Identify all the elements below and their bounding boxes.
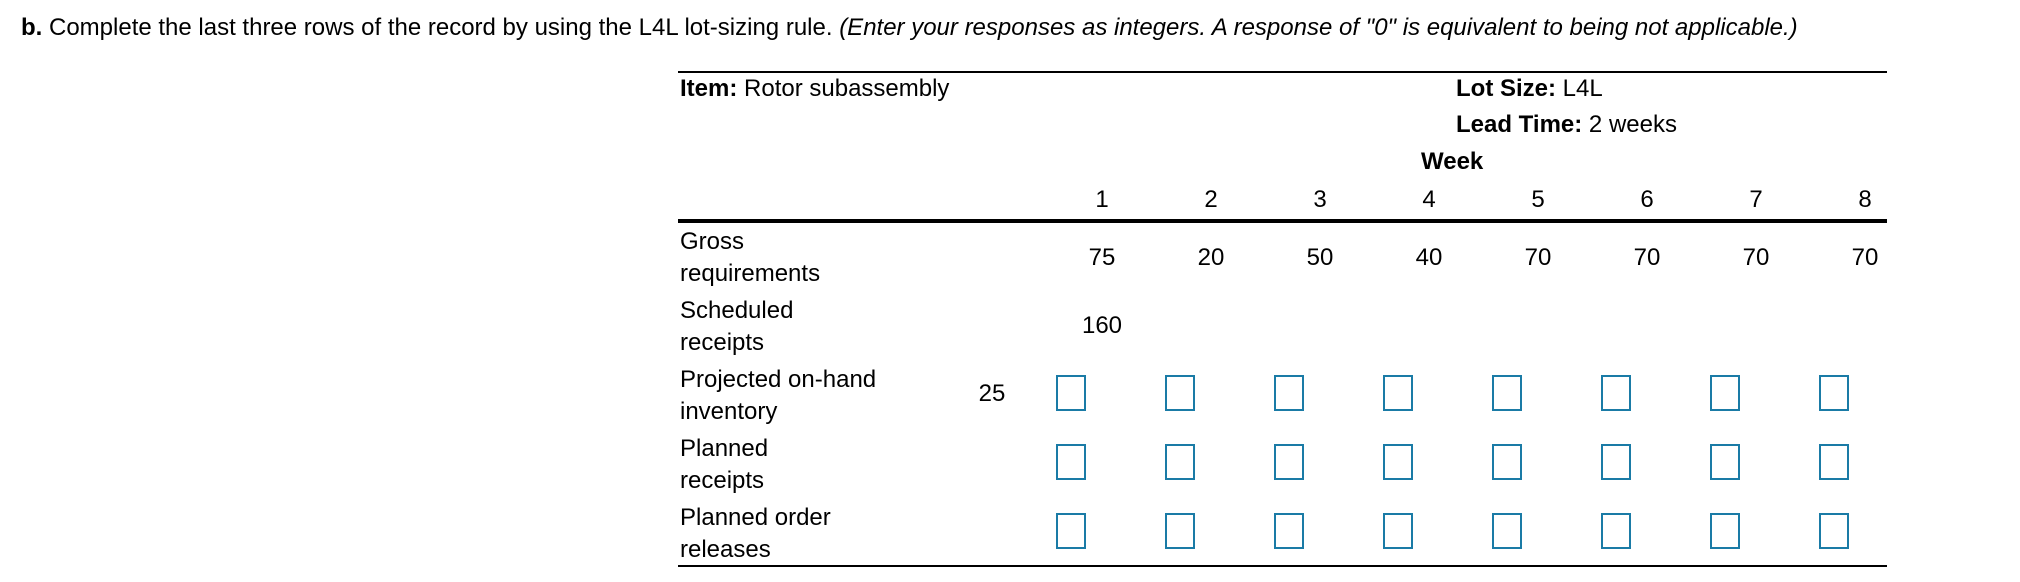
planned-receipt-input[interactable] (1383, 444, 1413, 480)
week-number: 8 (1858, 186, 1872, 213)
planned-order-release-input[interactable] (1492, 513, 1522, 549)
gross-requirement-cell: 70 (1742, 244, 1770, 271)
header-rule (678, 219, 1887, 223)
projected-inventory-input[interactable] (1819, 375, 1849, 411)
row-label-gross-requirements: Gross requirements (680, 226, 930, 290)
mrp-record-table: Item: Rotor subassembly Lot Size: L4L Le… (678, 71, 1887, 567)
lot-size-field: Lot Size: L4L (1456, 75, 1603, 103)
row-label-planned-order-releases: Planned order releases (680, 502, 930, 566)
part-label: b. (21, 14, 43, 41)
planned-receipt-input[interactable] (1492, 444, 1522, 480)
planned-order-release-input[interactable] (1056, 513, 1086, 549)
planned-order-release-input[interactable] (1710, 513, 1740, 549)
row-label-line: releases (680, 536, 771, 563)
planned-order-release-input[interactable] (1274, 513, 1304, 549)
week-number: 1 (1095, 186, 1109, 213)
projected-inventory-input[interactable] (1165, 375, 1195, 411)
gross-requirement-cell: 20 (1197, 244, 1225, 271)
initial-inventory-value: 25 (978, 380, 1006, 407)
planned-receipt-input[interactable] (1274, 444, 1304, 480)
lead-time-field: Lead Time: 2 weeks (1456, 111, 1677, 139)
row-label-line: Planned order (680, 504, 831, 531)
scheduled-receipt-cell: 160 (1081, 312, 1123, 339)
week-number: 4 (1422, 186, 1436, 213)
week-number: 5 (1531, 186, 1545, 213)
row-label-line: Scheduled (680, 297, 794, 324)
row-label-line: receipts (680, 467, 765, 494)
instruction-note: (Enter your responses as integers. A res… (839, 14, 1798, 41)
item-value: Rotor subassembly (737, 75, 950, 102)
row-label-line: Planned (680, 435, 769, 462)
week-header: Week (1421, 148, 1484, 175)
item-label: Item: (680, 75, 738, 102)
planned-receipt-input[interactable] (1819, 444, 1849, 480)
row-label-planned-receipts: Planned receipts (680, 433, 930, 497)
lead-time-label: Lead Time: (1456, 111, 1583, 138)
projected-inventory-input[interactable] (1056, 375, 1086, 411)
gross-requirement-cell: 50 (1306, 244, 1334, 271)
planned-order-release-input[interactable] (1383, 513, 1413, 549)
item-field: Item: Rotor subassembly (680, 75, 949, 103)
instruction-body: Complete the last three rows of the reco… (42, 14, 840, 41)
planned-order-release-input[interactable] (1601, 513, 1631, 549)
projected-inventory-input[interactable] (1383, 375, 1413, 411)
gross-requirement-cell: 70 (1851, 244, 1879, 271)
lead-time-value: 2 weeks (1582, 111, 1677, 138)
row-label-line: receipts (680, 329, 765, 356)
gross-requirement-cell: 70 (1633, 244, 1661, 271)
projected-inventory-input[interactable] (1492, 375, 1522, 411)
planned-order-release-input[interactable] (1819, 513, 1849, 549)
planned-order-release-input[interactable] (1165, 513, 1195, 549)
projected-inventory-input[interactable] (1710, 375, 1740, 411)
planned-receipt-input[interactable] (1710, 444, 1740, 480)
week-number: 7 (1749, 186, 1763, 213)
row-label-projected-on-hand: Projected on-hand inventory (680, 364, 930, 428)
projected-inventory-input[interactable] (1274, 375, 1304, 411)
week-number: 2 (1204, 186, 1218, 213)
lot-size-value: L4L (1556, 75, 1603, 102)
row-label-scheduled-receipts: Scheduled receipts (680, 295, 930, 359)
instruction-text: b. Complete the last three rows of the r… (21, 14, 1798, 42)
row-label-line: inventory (680, 398, 778, 425)
lot-size-label: Lot Size: (1456, 75, 1556, 102)
row-label-line: Gross (680, 228, 745, 255)
gross-requirement-cell: 70 (1524, 244, 1552, 271)
week-number: 6 (1640, 186, 1654, 213)
week-number: 3 (1313, 186, 1327, 213)
planned-receipt-input[interactable] (1601, 444, 1631, 480)
row-label-line: requirements (680, 260, 821, 287)
projected-inventory-input[interactable] (1601, 375, 1631, 411)
gross-requirement-cell: 40 (1415, 244, 1443, 271)
planned-receipt-input[interactable] (1165, 444, 1195, 480)
bottom-rule (678, 565, 1887, 567)
row-label-line: Projected on-hand (680, 366, 877, 393)
planned-receipt-input[interactable] (1056, 444, 1086, 480)
gross-requirement-cell: 75 (1088, 244, 1116, 271)
top-rule (678, 71, 1887, 73)
